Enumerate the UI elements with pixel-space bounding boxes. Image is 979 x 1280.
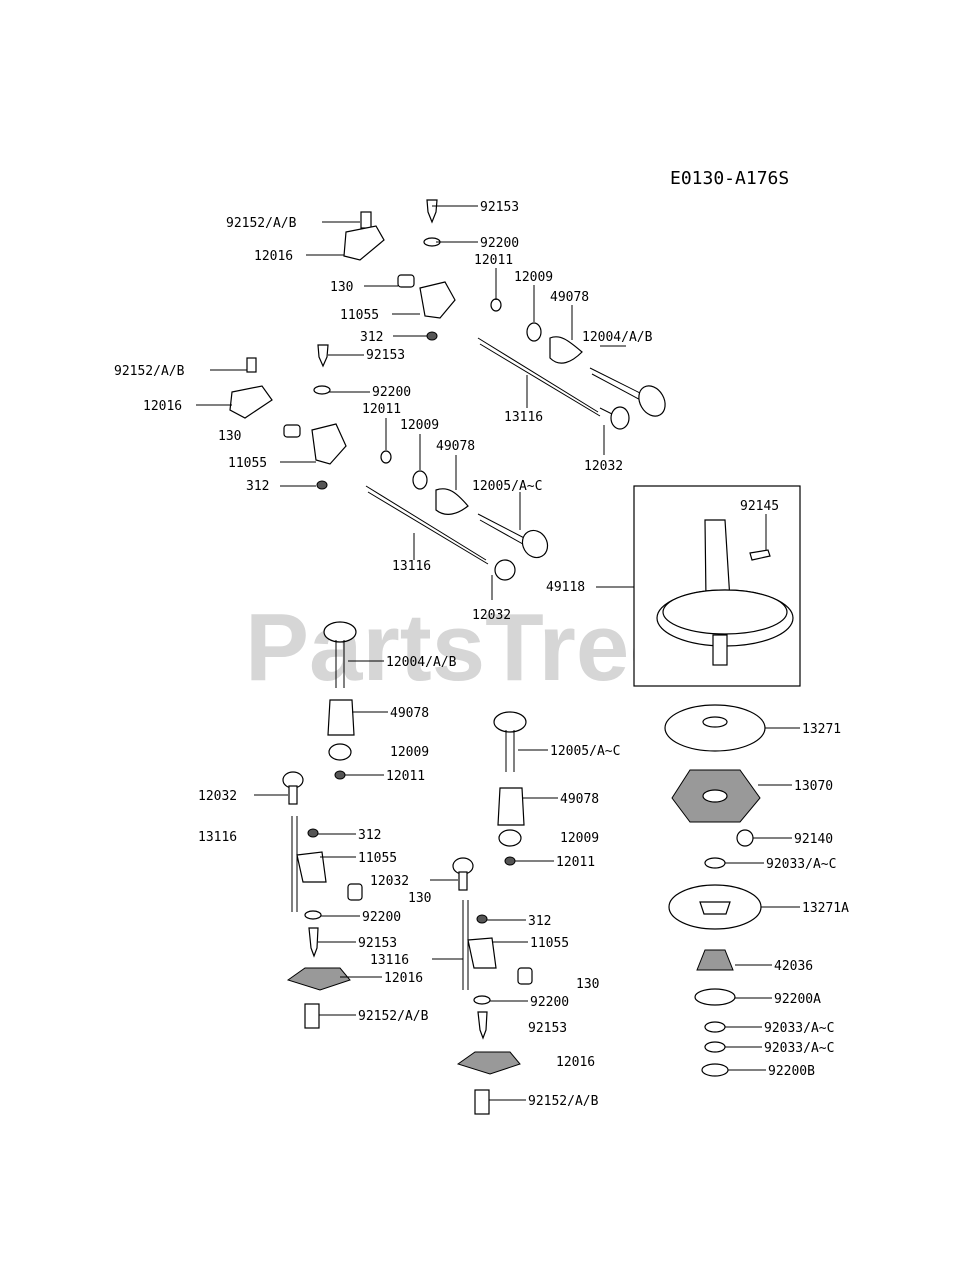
part-label: 49118 <box>546 580 585 595</box>
part-label: 42036 <box>774 959 813 974</box>
part-label: 92152/A/B <box>114 364 185 379</box>
part-label: 92033/A~C <box>764 1041 834 1056</box>
part-label: 49078 <box>390 706 429 721</box>
part-label: 12009 <box>390 745 429 760</box>
part-label: 11055 <box>358 851 397 866</box>
part-label: 13271 <box>802 722 841 737</box>
part-label: 92140 <box>794 832 833 847</box>
part-label: 12011 <box>556 855 595 870</box>
part-label: 92152/A/B <box>358 1009 429 1024</box>
watermark: PartsTree <box>245 594 683 701</box>
part-label: 49078 <box>550 290 589 305</box>
part-label: 11055 <box>228 456 267 471</box>
part-label: 312 <box>246 479 269 494</box>
part-label: 92200 <box>480 236 519 251</box>
part-label: 92200 <box>372 385 411 400</box>
part-label: 49078 <box>436 439 475 454</box>
part-label: 312 <box>358 828 381 843</box>
part-label: 92153 <box>358 936 397 951</box>
part-label: 49078 <box>560 792 599 807</box>
part-label: 12011 <box>386 769 425 784</box>
part-label: 12004/A/B <box>582 330 653 345</box>
part-label: 12032 <box>198 789 237 804</box>
part-label: 92200A <box>774 992 821 1007</box>
leader-lines <box>196 205 800 1101</box>
part-label: 12016 <box>143 399 182 414</box>
part-label: 312 <box>360 330 383 345</box>
part-label: 92152/A/B <box>528 1094 599 1109</box>
part-label: 13116 <box>504 410 543 425</box>
part-labels: 92153 92152/A/B 92200 12016 12011 12009 … <box>114 200 849 1109</box>
part-label: 312 <box>528 914 551 929</box>
part-label: 130 <box>218 429 241 444</box>
part-label: 12009 <box>560 831 599 846</box>
part-label: 12016 <box>254 249 293 264</box>
part-label: 12011 <box>474 253 513 268</box>
part-label: 13116 <box>370 953 409 968</box>
part-label: 130 <box>408 891 431 906</box>
part-label: 12032 <box>472 608 511 623</box>
part-label: 13070 <box>794 779 833 794</box>
part-label: 92033/A~C <box>764 1021 834 1036</box>
part-label: 12016 <box>384 971 423 986</box>
part-label: 92153 <box>366 348 405 363</box>
part-label: 92200 <box>530 995 569 1010</box>
part-label: 13116 <box>198 830 237 845</box>
part-label: 92153 <box>528 1021 567 1036</box>
part-label: 12005/A~C <box>472 479 542 494</box>
part-label: 11055 <box>530 936 569 951</box>
part-label: 13271A <box>802 901 849 916</box>
part-label: 92153 <box>480 200 519 215</box>
part-label: 12032 <box>584 459 623 474</box>
part-label: 92200B <box>768 1064 815 1079</box>
part-label: 13116 <box>392 559 431 574</box>
part-label: 12009 <box>400 418 439 433</box>
part-label: 92145 <box>740 499 779 514</box>
part-label: 12009 <box>514 270 553 285</box>
part-label: 92200 <box>362 910 401 925</box>
part-label: 12005/A~C <box>550 744 620 759</box>
part-label: 130 <box>576 977 599 992</box>
part-label: 11055 <box>340 308 379 323</box>
part-drawings <box>229 199 801 1115</box>
part-label: 12004/A/B <box>386 655 457 670</box>
part-label: 12032 <box>370 874 409 889</box>
part-label: 130 <box>330 280 353 295</box>
part-label: 92152/A/B <box>226 216 297 231</box>
part-label: 12016 <box>556 1055 595 1070</box>
part-label: 92033/A~C <box>766 857 836 872</box>
part-label: 12011 <box>362 402 401 417</box>
diagram-code: E0130-A176S <box>670 168 789 189</box>
